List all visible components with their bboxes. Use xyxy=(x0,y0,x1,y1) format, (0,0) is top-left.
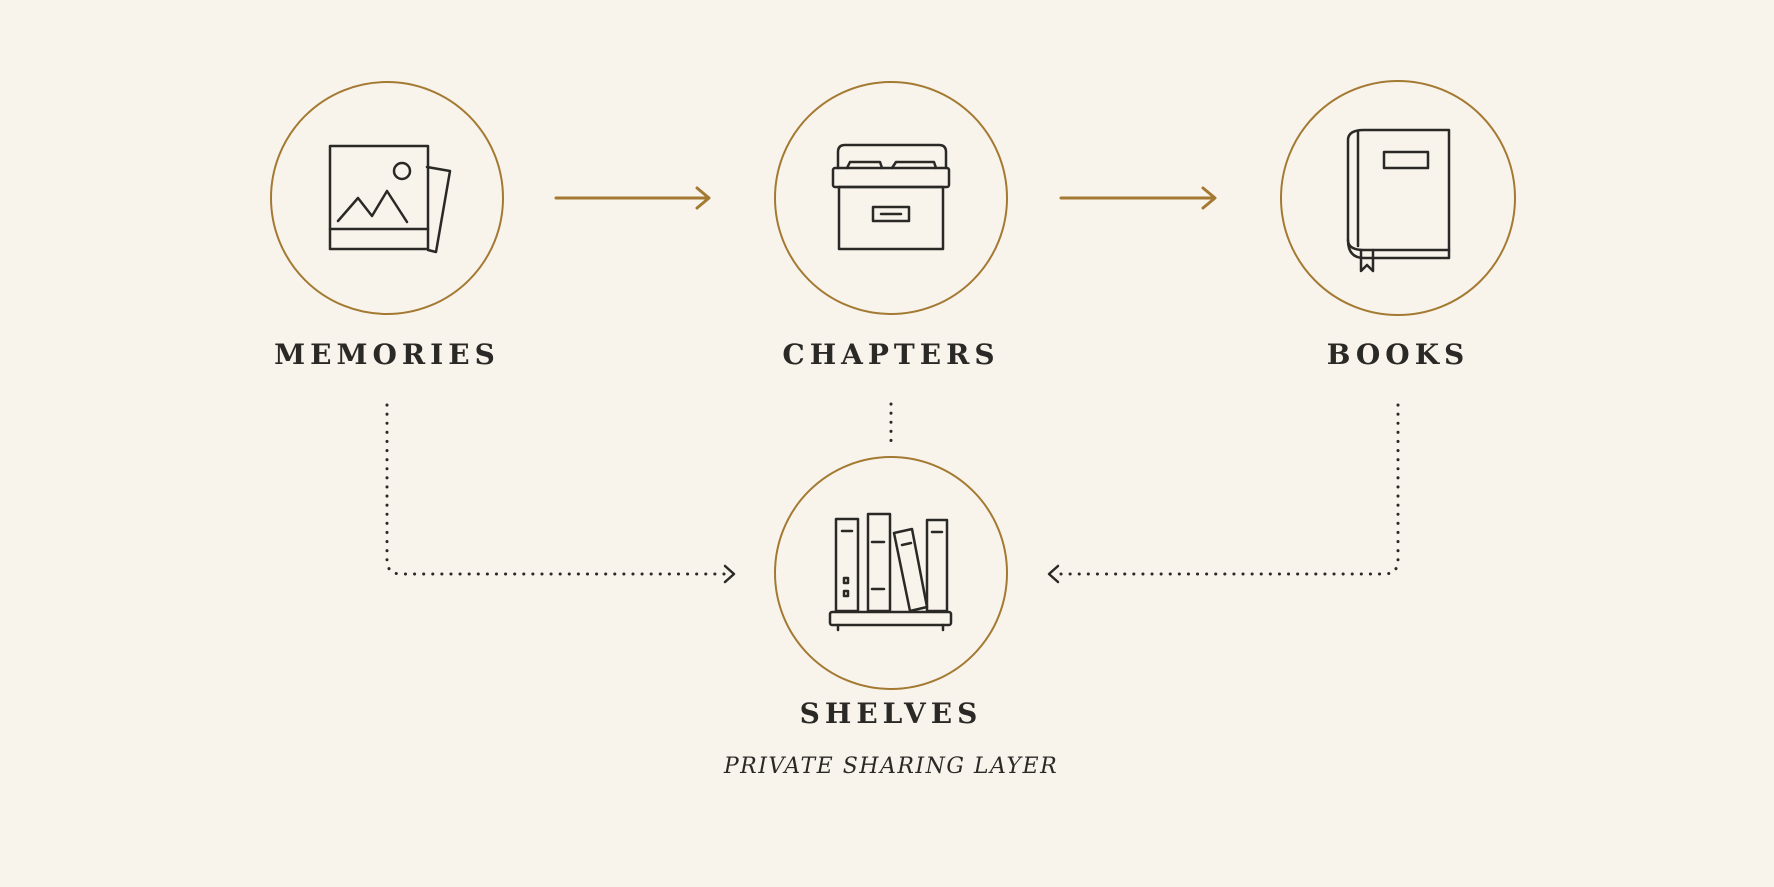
archive-box-icon xyxy=(831,143,951,251)
shelves-circle xyxy=(774,456,1008,690)
shelves-subtitle: PRIVATE SHARING LAYER xyxy=(723,754,1059,779)
dotted-connector-books-to-shelves xyxy=(1047,403,1400,584)
dotted-connector-memories-to-shelves xyxy=(385,403,736,584)
book-icon xyxy=(1346,128,1451,273)
bookshelf-icon xyxy=(828,512,953,632)
shelves-label: SHELVES xyxy=(799,697,983,730)
memories-circle xyxy=(270,81,504,315)
books-circle xyxy=(1280,80,1516,316)
memories-label: MEMORIES xyxy=(274,338,500,371)
chapters-circle xyxy=(774,81,1008,315)
books-label: BOOKS xyxy=(1326,338,1470,371)
chapters-label: CHAPTERS xyxy=(782,338,1000,371)
arrow-memories-to-chapters xyxy=(554,186,711,210)
photo-icon xyxy=(328,144,452,254)
arrow-chapters-to-books xyxy=(1059,186,1217,210)
